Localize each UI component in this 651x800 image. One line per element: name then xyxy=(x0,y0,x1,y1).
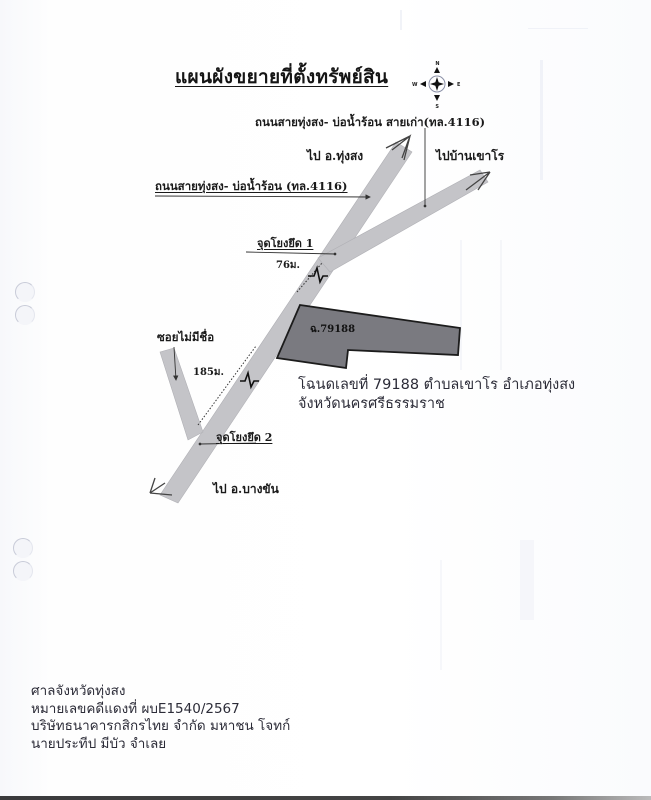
label-distance-185m: 185ม. xyxy=(193,367,224,378)
leader-line-soi xyxy=(173,346,179,381)
bleed-through-artifact xyxy=(460,240,462,370)
bleed-through-artifact xyxy=(440,560,442,670)
plaintiff: บริษัทธนาคารกสิกรไทย จำกัด มหาชน โจทก์ xyxy=(31,718,291,734)
punch-hole xyxy=(15,282,35,302)
leader-line-landmark-1 xyxy=(245,251,337,256)
leader-line-landmark-2 xyxy=(198,442,257,446)
break-symbol-icon xyxy=(240,370,259,390)
svg-text:S: S xyxy=(435,104,439,110)
punch-hole xyxy=(13,538,33,558)
deed-description-line-1: โฉนดเลขที่ 79188 ตำบลเขาโร อำเภอทุ่งสง xyxy=(298,377,576,393)
defendant: นายประทีป มีบัว จำเลย xyxy=(31,735,167,752)
punch-hole xyxy=(13,561,33,581)
scan-bottom-edge xyxy=(0,796,651,800)
branch-road-khao-ro xyxy=(317,169,491,273)
bleed-through-artifact xyxy=(528,28,588,29)
bleed-through-artifact xyxy=(520,540,534,620)
label-to-thung-song: ไป อ.ทุ่งสง xyxy=(307,149,364,163)
label-landmark-2: จุดโยงยึด 2 xyxy=(216,431,273,444)
svg-text:N: N xyxy=(435,61,439,67)
label-unnamed-soi: ซอยไม่มีชื่อ xyxy=(157,330,215,344)
svg-text:E: E xyxy=(457,82,461,88)
svg-text:ฉ.79188: ฉ.79188 xyxy=(310,324,355,335)
label-to-bang-khan: ไป อ.บางขัน xyxy=(213,482,279,496)
case-info: ศาลจังหวัดทุ่งสง หมายเลขคดีแดงที่ ผบE154… xyxy=(31,683,290,753)
deed-description: โฉนดเลขที่ 79188 ตำบลเขาโร อำเภอทุ่งสง จ… xyxy=(298,376,575,414)
label-to-ban-khao-ro: ไปบ้านเขาโร xyxy=(436,149,505,163)
bleed-through-artifact xyxy=(540,60,543,180)
bleed-through-artifact xyxy=(500,240,502,370)
label-main-road: ถนนสายทุ่งสง- บ่อน้ำร้อน (ทล.4116) xyxy=(155,179,348,193)
label-distance-76m: 76ม. xyxy=(276,260,300,271)
map-title: แผนผังขยายที่ตั้งทรัพย์สิน xyxy=(175,66,389,88)
unnamed-soi-road xyxy=(159,347,204,441)
land-parcel-79188: ฉ.79188 xyxy=(275,304,461,370)
court-name: ศาลจังหวัดทุ่งสง xyxy=(31,683,126,699)
label-old-road: ถนนสายทุ่งสง- บ่อน้ำร้อน สายเก่า(ทล.4116… xyxy=(255,115,486,129)
svg-text:W: W xyxy=(412,82,418,88)
case-number: หมายเลขคดีแดงที่ ผบE1540/2567 xyxy=(31,700,240,717)
bleed-through-artifact xyxy=(400,10,402,30)
punch-hole xyxy=(15,305,35,325)
break-symbol-icon xyxy=(308,265,328,285)
compass-rose-icon: N S W E xyxy=(412,61,461,110)
label-landmark-1: จุดโยงยึด 1 xyxy=(257,237,314,250)
main-road xyxy=(149,134,413,504)
deed-description-line-2: จังหวัดนครศรีธรรมราช xyxy=(298,396,445,412)
leader-line-main-road xyxy=(154,194,371,200)
